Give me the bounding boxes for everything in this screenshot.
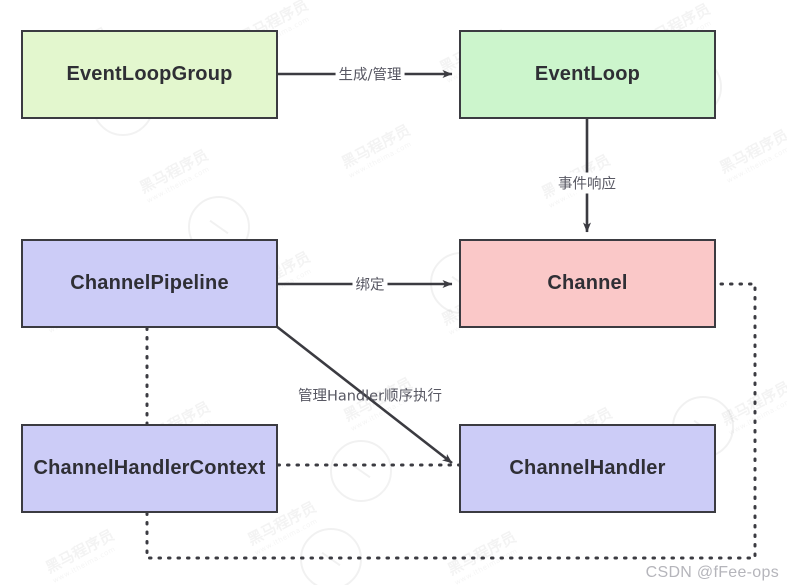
node-channel-handler[interactable]: ChannelHandler [459, 424, 716, 513]
node-channel-pipeline[interactable]: ChannelPipeline [21, 239, 278, 328]
node-channel-handler-context[interactable]: ChannelHandlerContext [21, 424, 278, 513]
edge-context-to-channel [145, 282, 757, 560]
edge-pipeline-to-handler [275, 324, 453, 465]
node-channel[interactable]: Channel [459, 239, 716, 328]
node-label: ChannelHandlerContext [33, 457, 266, 479]
node-label: ChannelHandler [509, 457, 666, 479]
node-event-loop[interactable]: EventLoop [459, 30, 716, 119]
edge-label-bind: 绑定 [352, 273, 388, 295]
edge-label-event-response: 事件响应 [555, 172, 619, 194]
node-event-loop-group[interactable]: EventLoopGroup [21, 30, 278, 119]
edge-label-manage-handler-order: 管理Handler顺序执行 [297, 388, 443, 405]
edge-label-generate-manage: 生成/管理 [335, 63, 405, 85]
node-label: EventLoopGroup [66, 63, 233, 85]
node-label: Channel [547, 272, 628, 294]
node-label: EventLoop [534, 63, 641, 85]
node-label: ChannelPipeline [70, 272, 229, 294]
csdn-watermark: CSDN @fFee-ops [645, 564, 779, 581]
